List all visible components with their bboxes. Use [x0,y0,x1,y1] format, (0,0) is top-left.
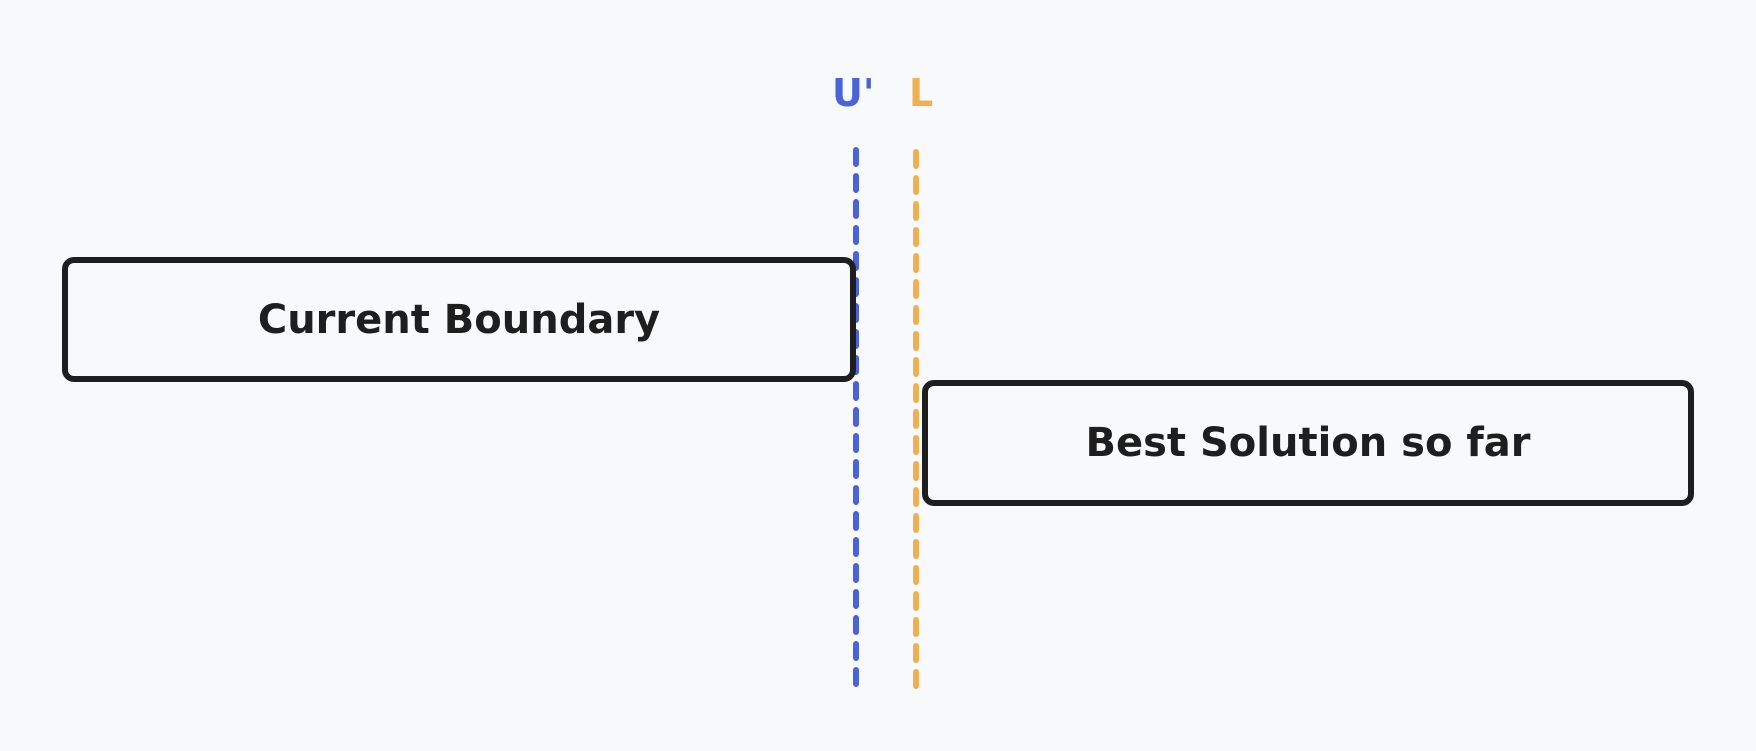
u-prime-label: U' [832,71,875,115]
current-boundary-label: Current Boundary [257,296,661,343]
l-label: L [909,71,934,115]
best-solution-box: Best Solution so far [922,380,1694,506]
best-solution-label: Best Solution so far [1085,420,1531,466]
current-boundary-box: Current Boundary [62,257,856,382]
